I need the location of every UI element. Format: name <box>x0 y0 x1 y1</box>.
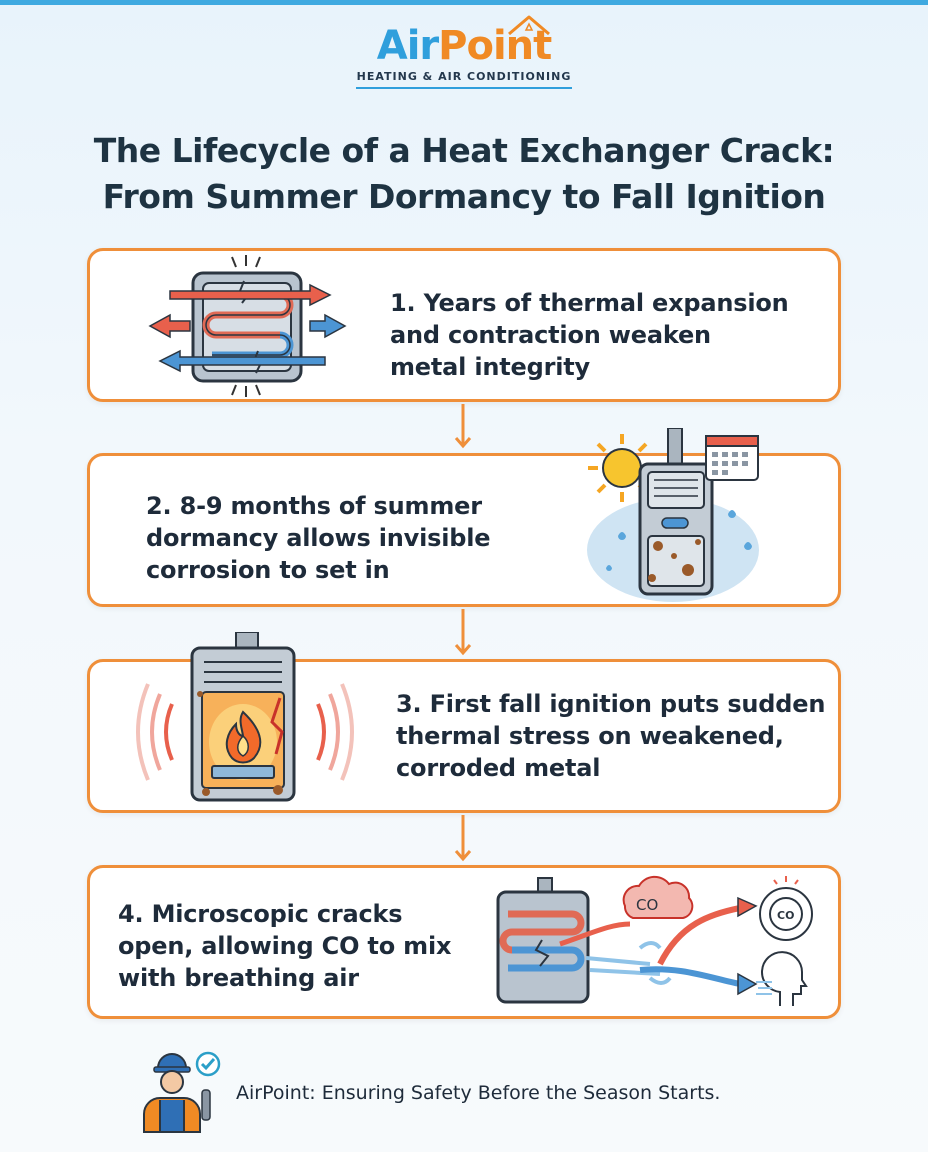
logo-underline <box>356 87 572 89</box>
logo-wordmark: AirPoint <box>376 15 552 70</box>
step-1-line-1: 1. Years of thermal expansion <box>390 289 789 317</box>
co-detector-icon: CO <box>759 876 813 941</box>
step-card-1: 1. Years of thermal expansion and contra… <box>87 248 841 402</box>
dormant-furnace-sun-calendar-icon <box>587 428 759 602</box>
furnace-ignition-flame-icon <box>136 632 354 802</box>
step-1-line-2: and contraction weaken <box>390 321 711 349</box>
connector-arrow-2 <box>454 609 472 656</box>
step-3-line-1: 3. First fall ignition puts sudden <box>396 690 826 718</box>
title-line-1: The Lifecycle of a Heat Exchanger Crack: <box>93 131 835 170</box>
co-leak-detector-icon: CO CO <box>496 875 813 1006</box>
breathing-person-icon <box>756 951 808 1006</box>
step-2-line-2: dormancy allows invisible <box>146 524 491 552</box>
step-2-text: 2. 8-9 months of summer dormancy allows … <box>146 490 491 586</box>
connector-arrow-1 <box>454 404 472 449</box>
logo-tagline: HEATING & AIR CONDITIONING <box>356 70 572 83</box>
house-roof-icon <box>507 15 550 36</box>
step-2-line-3: corrosion to set in <box>146 556 390 584</box>
brand-logo: AirPoint HEATING & AIR CONDITIONING <box>0 15 928 89</box>
step-3-text: 3. First fall ignition puts sudden therm… <box>396 688 825 784</box>
step-3-line-2: thermal stress on weakened, <box>396 722 784 750</box>
step-4-line-1: 4. Microscopic cracks <box>118 900 403 928</box>
step-2-line-1: 2. 8-9 months of summer <box>146 492 482 520</box>
title-line-2: From Summer Dormancy to Fall Ignition <box>102 177 826 216</box>
logo-air-text: Air <box>376 23 439 69</box>
step-1-text: 1. Years of thermal expansion and contra… <box>390 287 789 383</box>
step-card-2: 2. 8-9 months of summer dormancy allows … <box>87 428 841 607</box>
step-card-3: 3. First fall ignition puts sudden therm… <box>87 632 841 813</box>
step-1-line-3: metal integrity <box>390 353 590 381</box>
co-detector-label: CO <box>777 909 794 922</box>
connector-arrow-3 <box>454 815 472 862</box>
step-3-line-3: corroded metal <box>396 754 601 782</box>
step-4-text: 4. Microscopic cracks open, allowing CO … <box>118 898 451 994</box>
step-4-line-2: open, allowing CO to mix <box>118 932 452 960</box>
step-4-line-3: with breathing air <box>118 964 359 992</box>
co-cloud-label: CO <box>636 896 658 914</box>
page-title: The Lifecycle of a Heat Exchanger Crack:… <box>0 128 928 220</box>
heat-exchanger-expansion-icon <box>148 255 347 397</box>
technician-checkmark-icon <box>143 1051 221 1133</box>
logo-point-text: Point <box>438 23 552 69</box>
top-accent-bar <box>0 0 928 5</box>
step-card-4: 4. Microscopic cracks open, allowing CO … <box>87 865 841 1019</box>
footer-tagline: AirPoint: Ensuring Safety Before the Sea… <box>236 1082 721 1104</box>
